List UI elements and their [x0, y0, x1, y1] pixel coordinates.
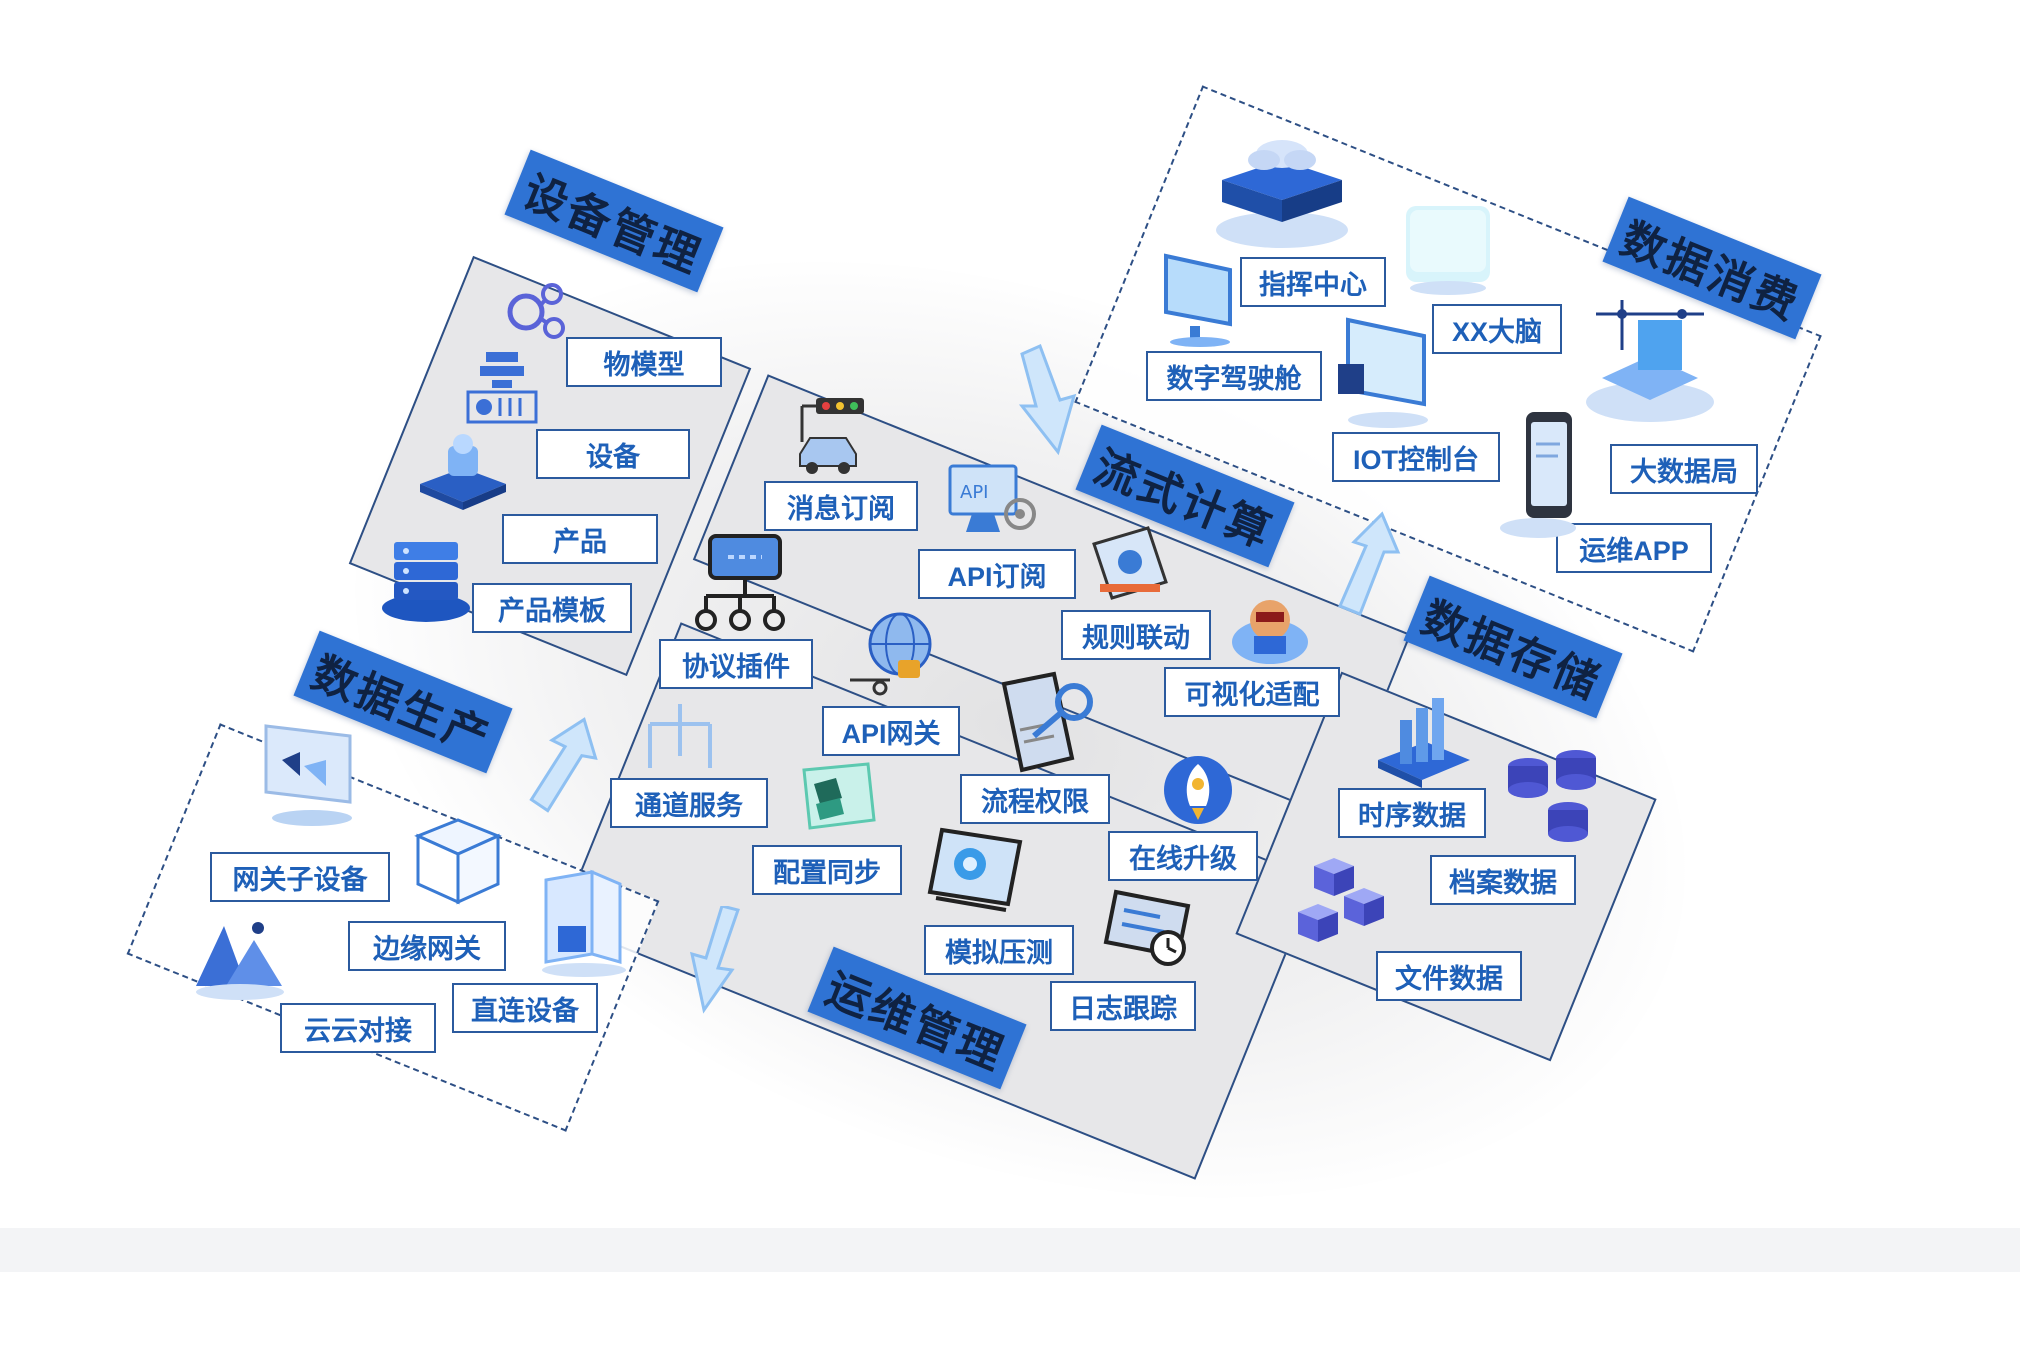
- flow-arrow-icon: [529, 717, 598, 813]
- label-ops-app: 运维APP: [1556, 523, 1712, 573]
- edge-gateway-cube-icon: [414, 818, 502, 905]
- brain-cube-icon: [1406, 206, 1490, 295]
- label-archive-data: 档案数据: [1430, 855, 1576, 905]
- rule-board-icon: [1092, 526, 1168, 600]
- server-stack-icon: [382, 542, 470, 622]
- label-command-center: 指挥中心: [1240, 257, 1386, 307]
- file-cubes-icon: [1298, 858, 1384, 942]
- robot-visual-icon: [1232, 600, 1308, 664]
- label-product: 产品: [502, 514, 658, 564]
- banner-device-management: 设备管理: [504, 149, 724, 293]
- label-bigdata-bureau: 大数据局: [1610, 444, 1758, 494]
- label-config-sync: 配置同步: [752, 845, 902, 895]
- label-edge-gateway: 边缘网关: [348, 921, 506, 971]
- cloud-mountain-icon: [196, 922, 284, 1000]
- label-visual-adaptation: 可视化适配: [1164, 667, 1340, 717]
- label-thing-model: 物模型: [566, 337, 722, 387]
- label-rule-linkage: 规则联动: [1061, 610, 1211, 660]
- flow-arrow-icon: [1338, 511, 1401, 616]
- gateway-monitor-icon: [264, 724, 352, 826]
- product-box-icon: [420, 434, 506, 510]
- globe-lock-icon: [850, 612, 932, 696]
- flow-arrow-icon: [690, 906, 740, 1014]
- label-protocol-plugin: 协议插件: [659, 639, 813, 689]
- command-center-puzzle-icon: [1216, 140, 1348, 248]
- label-online-upgrade: 在线升级: [1108, 831, 1258, 881]
- key-permission-icon: [1001, 671, 1093, 773]
- cockpit-monitor-icon: [1164, 253, 1232, 347]
- label-xx-brain: XX大脑: [1432, 304, 1562, 354]
- direct-device-building-icon: [542, 869, 626, 977]
- channel-fork-icon: [648, 704, 712, 768]
- label-product-template: 产品模板: [472, 583, 632, 633]
- config-sync-icon: [802, 762, 876, 830]
- iot-console-icon: [1338, 317, 1428, 428]
- label-direct-device: 直连设备: [452, 983, 598, 1033]
- svg-text:API: API: [960, 482, 988, 503]
- label-file-data: 文件数据: [1376, 951, 1522, 1001]
- label-device: 设备: [536, 429, 690, 479]
- traffic-car-icon: [799, 398, 864, 474]
- api-monitor-icon: API: [948, 464, 1036, 532]
- protocol-tree-icon: [695, 534, 785, 631]
- label-api-gateway: API网关: [822, 706, 960, 756]
- label-channel-service: 通道服务: [610, 778, 768, 828]
- label-iot-console: IOT控制台: [1332, 432, 1500, 482]
- label-gateway-subdevice: 网关子设备: [210, 852, 390, 902]
- label-log-tracking: 日志跟踪: [1050, 981, 1196, 1031]
- footer-band: [0, 1228, 2020, 1272]
- label-digital-cockpit: 数字驾驶舱: [1146, 351, 1322, 401]
- ops-phone-icon: [1500, 412, 1576, 538]
- label-timeseries-data: 时序数据: [1338, 788, 1486, 838]
- device-rack-icon: [466, 352, 538, 424]
- label-api-subscription: API订阅: [918, 549, 1076, 599]
- stress-monitor-icon: [927, 827, 1023, 912]
- log-clock-icon: [1103, 889, 1191, 966]
- label-process-permission: 流程权限: [960, 774, 1110, 824]
- bigdata-grid-icon: [1586, 300, 1714, 422]
- flow-arrow-icon: [1018, 343, 1077, 456]
- label-stress-test: 模拟压测: [924, 925, 1074, 975]
- label-message-subscription: 消息订阅: [764, 481, 918, 531]
- rocket-upgrade-icon: [1164, 756, 1232, 824]
- node-graph-icon: [507, 283, 565, 339]
- timeseries-bars-icon: [1378, 698, 1470, 788]
- archive-db-icon: [1508, 750, 1596, 842]
- label-cloud-docking: 云云对接: [280, 1003, 436, 1053]
